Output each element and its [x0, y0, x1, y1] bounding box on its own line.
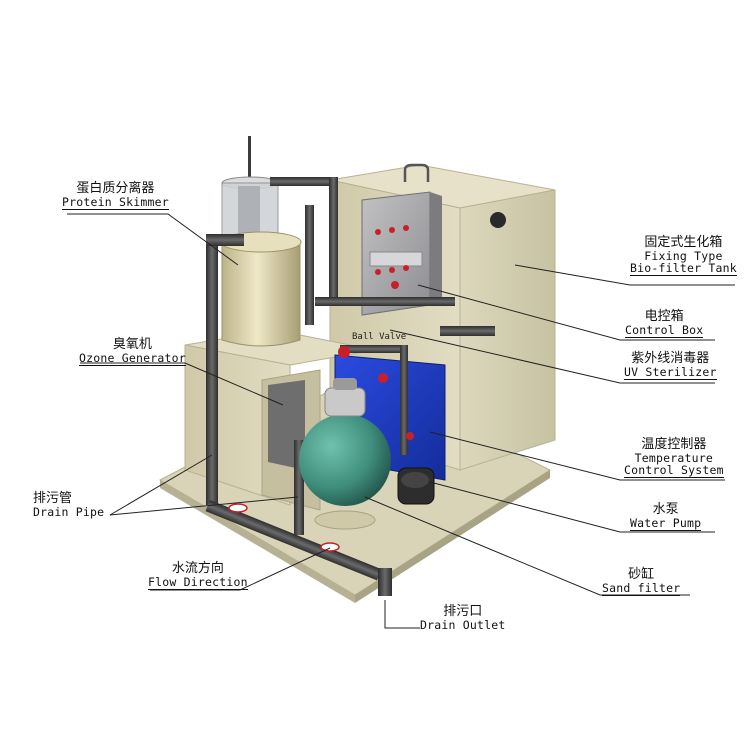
label-flow-direction-cn: 水流方向 — [171, 561, 224, 576]
sand-filter-tank — [299, 414, 391, 506]
sand-filter-valve-cap — [333, 378, 357, 390]
sand-filter-valve-head — [324, 387, 366, 417]
label-uv-sterilizer: 紫外线消毒器 UV Sterilizer — [624, 352, 717, 380]
water-pump-motor — [401, 472, 429, 488]
label-ball-valve: Ball Valve — [352, 332, 407, 342]
label-drain-outlet-cn: 排污口 — [443, 604, 483, 619]
label-ozone-generator-en: Ozone Generator — [79, 350, 186, 366]
control-box-label-plate — [369, 251, 423, 267]
flow-arrow-marker-1 — [228, 503, 248, 513]
label-protein-skimmer: 蛋白质分离器 Protein Skimmer — [62, 182, 169, 210]
pipe-tank-right — [440, 326, 495, 336]
control-box-lamp-5 — [389, 267, 395, 273]
skimmer-antenna — [248, 136, 251, 181]
label-fixing-tank-cn: 固定式生化箱 — [644, 235, 723, 250]
label-drain-outlet-en: Drain Outlet — [420, 617, 506, 632]
pipe-skimmer-riser — [329, 177, 338, 297]
label-water-pump-cn: 水泵 — [652, 502, 679, 517]
label-fixing-tank: 固定式生化箱 Fixing Type Bio-filter Tank — [630, 236, 737, 276]
leader-ozone-generator — [80, 362, 284, 406]
label-temp-control-en1: Temperature — [634, 450, 714, 465]
flow-arrow-marker-2 — [320, 542, 340, 552]
leader-uv-sterilizer — [389, 329, 715, 384]
label-ozone-generator-cn: 臭氧机 — [112, 337, 152, 352]
label-temp-control-cn: 温度控制器 — [641, 437, 707, 452]
tank-side — [459, 189, 556, 471]
label-water-pump-en: Water Pump — [630, 515, 702, 531]
leader-drain-pipe-1 — [109, 454, 213, 516]
ball-valve-1 — [338, 346, 350, 358]
label-ozone-generator: 臭氧机 Ozone Generator — [79, 338, 186, 366]
leader-control-box — [417, 284, 715, 341]
base-platform-edge-right — [355, 470, 550, 603]
label-sand-filter: 砂缸 Sand filter — [602, 567, 681, 596]
pipe-skimmer-riser-2 — [305, 205, 314, 325]
label-sand-filter-en: Sand filter — [602, 580, 681, 596]
pipe-pump-v — [400, 345, 408, 455]
control-box-lamp-3 — [403, 225, 409, 231]
skimmer-cup-inner — [238, 186, 260, 238]
label-flow-direction: 水流方向 Flow Direction — [148, 562, 248, 590]
pipe-skimmer-top-h — [270, 177, 338, 186]
tank-handle — [403, 163, 430, 182]
label-drain-pipe: 排污管 Drain Pipe — [33, 492, 104, 518]
label-fixing-tank-en2: Bio-filter Tank — [630, 260, 737, 276]
control-box-lamp-4 — [375, 269, 381, 275]
leader-water-pump — [429, 481, 715, 533]
label-protein-skimmer-en: Protein Skimmer — [62, 194, 169, 210]
pipe-drain-down — [378, 568, 392, 596]
label-water-pump: 水泵 Water Pump — [630, 502, 702, 531]
leader-flow-direction — [150, 547, 331, 591]
label-fixing-tank-en1: Fixing Type — [644, 248, 723, 263]
tank-logo-mark — [490, 212, 506, 228]
control-box-lamp-6 — [403, 265, 409, 271]
ball-valve-3 — [406, 432, 414, 440]
sand-filter-base — [314, 510, 376, 530]
label-control-box: 电控箱 Control Box — [625, 309, 704, 338]
label-drain-pipe-en: Drain Pipe — [33, 504, 105, 519]
pipe-horizontal-mid — [315, 297, 455, 306]
leader-fixing-tank — [514, 264, 735, 286]
label-sand-filter-cn: 砂缸 — [628, 567, 655, 582]
label-uv-sterilizer-cn: 紫外线消毒器 — [631, 351, 710, 366]
label-drain-outlet: 排污口 Drain Outlet — [420, 605, 505, 631]
pipe-drain-h — [205, 500, 382, 581]
control-box-lamp-2 — [389, 227, 395, 233]
leader-drain-pipe-2 — [109, 496, 299, 516]
label-uv-sterilizer-en: UV Sterilizer — [624, 364, 717, 380]
leader-temp-control — [429, 431, 725, 481]
control-box-side — [430, 192, 442, 305]
pipe-left-top-h — [206, 234, 244, 246]
leader-protein-skimmer — [67, 213, 239, 266]
control-box-lamp-1 — [375, 229, 381, 235]
label-control-box-cn: 电控箱 — [644, 309, 684, 324]
label-control-box-en: Control Box — [625, 322, 704, 338]
label-temp-control: 温度控制器 Temperature Control System — [624, 438, 724, 478]
leader-drain-outlet — [384, 600, 420, 629]
ball-valve-2 — [378, 373, 388, 383]
control-box-switch — [391, 281, 399, 289]
label-flow-direction-en: Flow Direction — [148, 574, 248, 590]
label-drain-pipe-cn: 排污管 — [33, 491, 73, 506]
label-protein-skimmer-cn: 蛋白质分离器 — [76, 181, 155, 196]
pipe-left-vertical — [206, 240, 218, 505]
pipe-valve-line — [340, 345, 405, 353]
pipe-drain-inner-v — [294, 440, 304, 535]
label-temp-control-en2: Control System — [624, 462, 724, 478]
